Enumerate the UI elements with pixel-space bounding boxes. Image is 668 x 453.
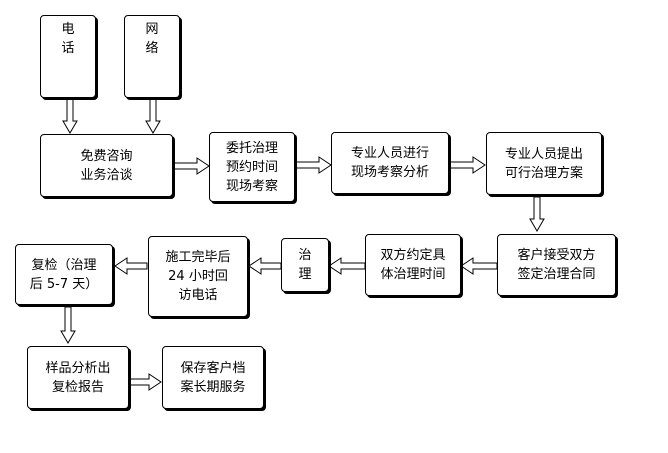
arrow-plan-to-contract [529,196,545,232]
arrow-entrust-to-survey [294,156,332,174]
phone-box: 电 话 [40,15,96,98]
contract-label: 客户接受双方 签定治理合同 [517,248,596,282]
plan-label: 专业人员提出 可行治理方案 [504,146,583,181]
arrow-network-to-consult [145,97,161,134]
recheck-label: 复检（治理 后 5-7 天） [29,257,99,292]
treat-label: 治 理 [298,248,312,282]
plan-box: 专业人员提出 可行治理方案 [486,132,602,195]
arrow-treat-to-callback [248,257,282,275]
arrow-consult-to-entrust [172,157,210,175]
recheck-box: 复检（治理 后 5-7 天） [15,244,113,305]
schedule-box: 双方约定具 体治理时间 [365,234,461,296]
arrow-callback-to-recheck [114,257,148,275]
archive-label: 保存客户档 案长期服务 [180,360,246,395]
arrow-survey-to-plan [448,156,486,174]
consult-box: 免费咨询 业务洽谈 [40,134,173,197]
arrow-report-to-archive [128,373,162,391]
arrow-contract-to-schedule [460,257,498,275]
arrow-recheck-to-report [60,306,76,344]
survey-box: 专业人员进行 现场考察分析 [331,132,449,194]
schedule-label: 双方约定具 体治理时间 [380,248,446,282]
network-label: 网 络 [145,22,159,56]
report-box: 样品分析出 复检报告 [27,346,129,409]
arrow-phone-to-consult [62,97,78,134]
survey-label: 专业人员进行 现场考察分析 [350,146,429,180]
consult-label: 免费咨询 业务洽谈 [80,148,133,183]
callback-label: 施工完毕后 24 小时回 访电话 [165,250,231,303]
entrust-box: 委托治理 预约时间 现场考察 [209,132,295,202]
treat-box: 治 理 [281,238,329,292]
network-box: 网 络 [124,15,180,98]
contract-box: 客户接受双方 签定治理合同 [497,234,616,296]
report-label: 样品分析出 复检报告 [45,360,111,395]
archive-box: 保存客户档 案长期服务 [162,346,264,409]
arrow-schedule-to-treat [328,257,366,275]
phone-label: 电 话 [61,22,75,56]
entrust-label: 委托治理 预约时间 现场考察 [225,140,278,194]
callback-box: 施工完毕后 24 小时回 访电话 [148,236,248,317]
